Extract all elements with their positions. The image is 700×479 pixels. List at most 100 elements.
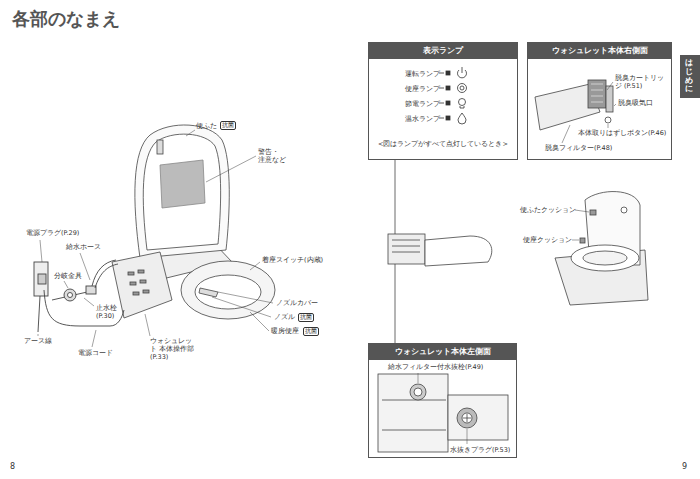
cushion-leaders-part <box>575 210 589 212</box>
antibacterial-badge: 抗菌 <box>298 313 314 322</box>
main-toilet-part <box>112 252 172 318</box>
part-label: 給水フィルター付水抜栓(P.49) <box>388 363 483 371</box>
tab-text: はじめに <box>685 59 693 94</box>
badge-text: 抗菌 <box>222 122 234 128</box>
part-label: 脱臭カートリッジ (P.51) <box>615 74 670 90</box>
part-label: ノズルカバー <box>276 299 318 307</box>
figure-note: <図はランプがすべて点灯しているとき> <box>378 140 508 148</box>
right-side-detail-part <box>605 117 611 123</box>
part-label: 本体取りはずしボタン(P.46) <box>578 129 666 137</box>
leader-lines-part <box>218 292 273 303</box>
part-label: 電源コード <box>78 349 113 357</box>
leader-lines-part <box>212 297 271 317</box>
open-seat-view-part <box>621 207 627 213</box>
plumbing-and-cords-part <box>92 260 116 286</box>
panel-header: 表示ランプ <box>369 43 517 59</box>
main-toilet-part <box>140 280 146 283</box>
lamp-symbols-part <box>458 113 466 124</box>
main-toilet-part <box>143 290 149 293</box>
badge-text: 抗菌 <box>305 328 317 334</box>
part-label: 便ふた <box>196 122 217 130</box>
leader-lines-part <box>250 262 260 270</box>
main-toilet-part <box>138 270 144 273</box>
plumbing-and-cords <box>34 260 124 332</box>
small-toilet <box>388 234 492 266</box>
section-tab: はじめに <box>680 55 700 98</box>
lamp-symbols-part <box>458 84 467 93</box>
lamp-symbols-part <box>446 71 450 75</box>
small-toilet-part <box>388 234 425 264</box>
lamp-symbols-part <box>446 86 450 90</box>
part-label: 暖房便座 <box>271 327 299 335</box>
badge-text: 抗菌 <box>300 314 312 320</box>
page-number: 8 <box>10 462 15 472</box>
lamp-symbols-part <box>446 116 450 120</box>
main-toilet-part <box>195 275 261 309</box>
part-label: 脱臭フィルター(P.48) <box>545 144 612 152</box>
main-toilet-part <box>133 292 139 295</box>
part-label: 給水ホース <box>66 243 101 251</box>
part-label: 脱臭吸気口 <box>618 99 653 107</box>
cushion-leaders-part <box>572 240 579 241</box>
right-side-detail-part <box>591 84 603 102</box>
lamp-label: 節電ランプ <box>405 100 440 108</box>
main-toilet <box>112 125 275 319</box>
main-toilet-part <box>181 261 275 319</box>
cushion-leaders <box>572 210 589 240</box>
left-side-detail-part <box>378 374 448 452</box>
part-label: 分岐金具 <box>54 272 82 280</box>
plumbing-and-cords-part <box>86 286 96 294</box>
left-side-detail-part <box>463 414 471 422</box>
right-side-leaders-part <box>608 124 609 128</box>
lamp-symbols <box>439 67 467 124</box>
plumbing-and-cords-part <box>64 289 76 301</box>
page-title: 各部のなまえ <box>12 7 120 31</box>
main-toilet-part <box>128 272 134 275</box>
lamp-label: 便座ランプ <box>405 85 440 93</box>
small-toilet-part <box>392 240 420 252</box>
leader-lines-part <box>145 314 150 336</box>
left-side-detail-part <box>462 413 472 423</box>
left-side-detail <box>378 374 508 452</box>
lamp-symbols-part <box>462 67 463 73</box>
lamp-symbols-part <box>460 86 464 90</box>
part-label: 水抜きプラグ(P.53) <box>450 446 510 454</box>
open-seat-view-part <box>571 245 639 271</box>
antibacterial-badge: 抗菌 <box>220 121 236 130</box>
leader-lines-part <box>40 240 42 262</box>
lamp-symbols-part <box>446 101 450 105</box>
main-toilet-part <box>160 160 205 208</box>
panel-header: ウォシュレット本体右側面 <box>528 43 671 59</box>
leader-lines-part <box>84 298 94 306</box>
panel-connector-lines-part <box>395 264 396 343</box>
plumbing-and-cords-part <box>95 264 118 288</box>
part-label: ウォシュレット 本体操作部(P.33) <box>150 337 198 361</box>
left-side-detail-part <box>448 395 508 440</box>
plumbing-and-cords-part <box>68 293 73 298</box>
right-side-detail <box>535 80 613 130</box>
open-seat-view-part <box>590 210 596 215</box>
panel-header: ウォシュレット本体左側面 <box>369 344 516 360</box>
leader-lines-part <box>64 281 68 288</box>
part-label: アース線 <box>24 337 52 345</box>
leader-lines-part <box>206 156 256 182</box>
part-label: 警告・ 注意など <box>258 148 286 164</box>
left-side-leaders <box>418 373 467 444</box>
lamp-label: 運転ランプ <box>405 70 440 78</box>
lamp-symbols-part <box>460 106 464 108</box>
part-label: 止水栓 (P.30) <box>96 304 120 320</box>
part-label: 便座クッション <box>523 236 572 244</box>
left-side-detail-part <box>457 408 477 428</box>
left-side-detail-part <box>382 400 446 430</box>
plumbing-and-cords-part <box>38 274 46 284</box>
left-side-detail-part <box>414 388 422 396</box>
page-number: 9 <box>682 462 687 472</box>
lamp-label: 温水ランプ <box>405 115 440 123</box>
panel-connector-lines-part <box>395 160 396 234</box>
lamp-symbols-part <box>459 99 466 106</box>
plumbing-and-cords-part <box>34 262 48 296</box>
leader-lines-part <box>92 330 96 347</box>
open-seat-view-part <box>580 238 585 243</box>
left-side-leaders-part <box>418 373 419 383</box>
